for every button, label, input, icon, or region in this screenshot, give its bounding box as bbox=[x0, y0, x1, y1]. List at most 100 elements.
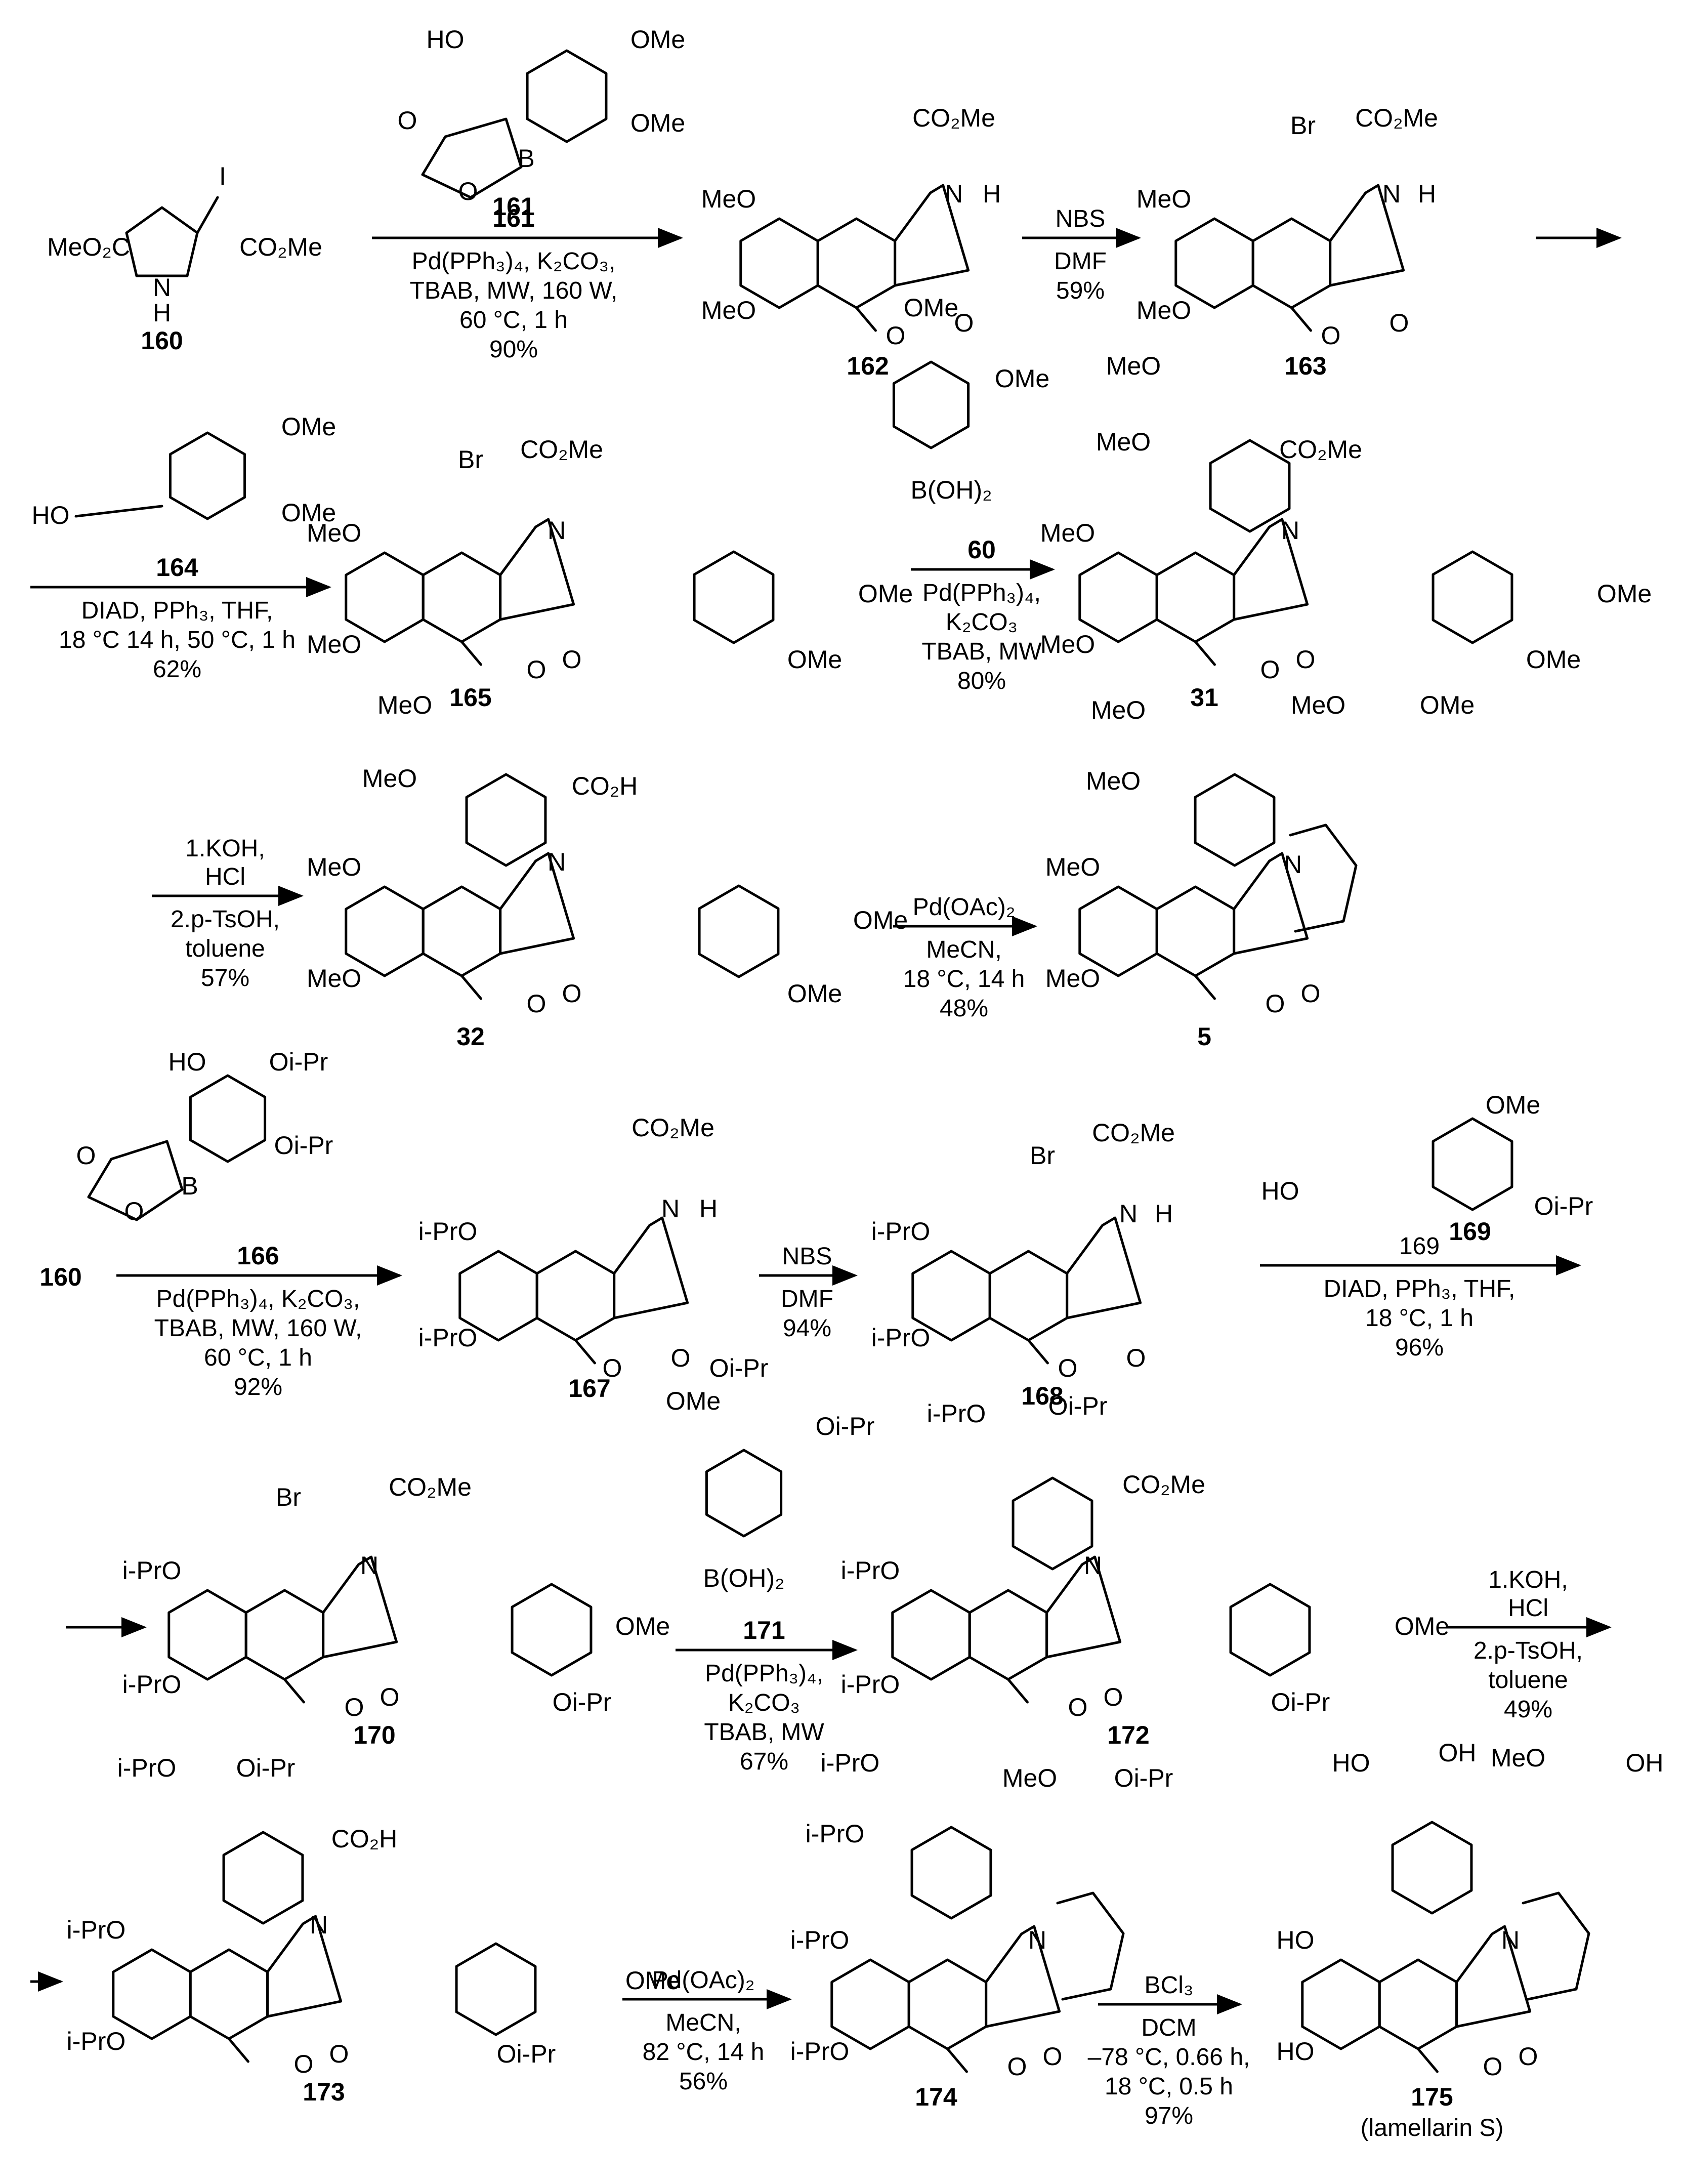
c31-lactone-ring bbox=[1155, 551, 1236, 643]
c172-pyrrole-ring bbox=[1045, 1555, 1122, 1659]
c167-carbonyl-bond bbox=[574, 1339, 596, 1365]
c163-benzo-ring bbox=[1174, 217, 1254, 309]
c169-atom-label-2: Oi-Pr bbox=[1534, 1192, 1593, 1220]
c162-lactone-ring bbox=[816, 217, 897, 309]
c174-atom-label-0: i-PrO bbox=[821, 1749, 880, 1777]
compound-5-number: 5 bbox=[1197, 1022, 1211, 1051]
c167-atom-label-6: O bbox=[671, 1344, 691, 1372]
c166-atom-label-0: HO bbox=[169, 1048, 206, 1076]
c168-atom-label-4: N bbox=[1119, 1200, 1138, 1228]
compound-175-number: 175 bbox=[1411, 2083, 1453, 2111]
c173-atom-label-1: Oi-Pr bbox=[236, 1754, 296, 1782]
c60-atom-label-2: B(OH)₂ bbox=[910, 476, 992, 504]
c31-aryl-ring-2 bbox=[1432, 550, 1513, 644]
c160-atom-label-3: N bbox=[153, 273, 171, 302]
a5-condition-below-2: TBAB, MW bbox=[921, 638, 1042, 665]
a15-condition-below-2: 56% bbox=[679, 2068, 728, 2095]
a12-condition-below-0: Pd(PPh₃)₄, bbox=[705, 1660, 823, 1687]
a6-reagent-above-0: 1.KOH, bbox=[185, 835, 265, 862]
c161-atom-label-0: HO bbox=[427, 25, 465, 54]
c164-atom-label-1: OMe bbox=[281, 413, 336, 441]
c170-atom-label-4: N bbox=[360, 1551, 378, 1580]
c164-atom-label-0: HO bbox=[32, 501, 70, 529]
a5-condition-below-3: 80% bbox=[957, 668, 1006, 694]
c5-atom-label-8: O bbox=[1301, 979, 1321, 1008]
compound-172-number: 172 bbox=[1107, 1721, 1149, 1749]
c168-pyrrole-ring bbox=[1066, 1216, 1142, 1320]
c173-carbonyl-bond bbox=[227, 2037, 249, 2063]
c173-atom-label-8: OMe bbox=[625, 1966, 680, 1995]
c32-benzo-ring bbox=[345, 885, 425, 977]
c175-atom-label-6: N bbox=[1501, 1926, 1520, 1954]
c168-atom-label-5: H bbox=[1155, 1200, 1173, 1228]
c175-benzo-ring bbox=[1301, 1958, 1381, 2050]
c161-atom-label-4: B bbox=[518, 144, 534, 173]
c174-atom-label-8: O bbox=[1043, 2042, 1063, 2071]
c160-atom-label-0: I bbox=[219, 162, 226, 190]
c165-atom-label-4: N bbox=[548, 516, 566, 545]
a16-reagent-above-0: BCl₃ bbox=[1145, 1972, 1194, 1999]
c60-aryl-ring bbox=[892, 360, 970, 449]
c60-atom-label-1: OMe bbox=[995, 364, 1049, 393]
c5-aryl-ring bbox=[1194, 773, 1276, 867]
c163-atom-label-1: CO₂Me bbox=[1355, 104, 1438, 132]
c165-atom-label-7: OMe bbox=[858, 580, 913, 608]
c170-atom-label-2: i-PrO bbox=[122, 1556, 182, 1585]
c173-benzo-ring bbox=[112, 1948, 192, 2040]
c170-atom-label-1: CO₂Me bbox=[389, 1473, 472, 1501]
c60-atom-label-0: OMe bbox=[904, 294, 958, 322]
compound-163-number: 163 bbox=[1284, 352, 1326, 380]
c5-atom-label-0: MeO bbox=[1091, 696, 1146, 724]
c32-atom-label-9: OMe bbox=[787, 979, 842, 1008]
c163-carbonyl-bond bbox=[1290, 306, 1312, 332]
c175-atom-label-5: HO bbox=[1277, 2037, 1315, 2066]
c174-carbonyl-bond bbox=[946, 2047, 968, 2073]
a2-reagent-above-0: NBS bbox=[1056, 205, 1106, 232]
c175-lactone-ring bbox=[1378, 1958, 1458, 2050]
c167-pyrrole-ring bbox=[613, 1216, 689, 1320]
a13-condition-below-2: 49% bbox=[1504, 1696, 1552, 1723]
c32-atom-label-6: O bbox=[527, 990, 546, 1018]
a1-compound-number: 161 bbox=[492, 192, 534, 221]
c32-atom-label-5: N bbox=[548, 848, 566, 876]
c172-atom-label-8: OMe bbox=[1395, 1612, 1449, 1640]
c160-atom-label-4: H bbox=[153, 299, 171, 327]
c167-atom-label-7: OMe bbox=[666, 1387, 721, 1415]
a10-condition-below-0: DIAD, PPh₃, THF, bbox=[1324, 1275, 1515, 1302]
c172-atom-label-0: i-PrO bbox=[927, 1399, 986, 1428]
a1-condition-below-0: Pd(PPh₃)₄, K₂CO₃, bbox=[412, 248, 616, 275]
c175-pyrrole-ring bbox=[1455, 1925, 1532, 2028]
a6-reagent-above-1: HCl bbox=[205, 863, 245, 890]
c175-atom-label-4: HO bbox=[1277, 1926, 1315, 1954]
c172-benzo-ring bbox=[891, 1589, 971, 1681]
c165-carbonyl-bond bbox=[460, 640, 482, 666]
compound-165-number: 165 bbox=[449, 683, 491, 712]
a13-reagent-above-1: HCl bbox=[1508, 1595, 1548, 1622]
c168-atom-label-2: i-PrO bbox=[871, 1217, 931, 1246]
c168-atom-label-7: O bbox=[1126, 1344, 1146, 1372]
c173-atom-label-9: Oi-Pr bbox=[497, 2040, 556, 2068]
compound-160-number: 160 bbox=[141, 326, 183, 355]
a16-condition-below-1: –78 °C, 0.66 h, bbox=[1088, 2044, 1250, 2071]
c162-atom-label-5: O bbox=[886, 321, 906, 350]
c32-aryl-ring-2 bbox=[698, 884, 780, 978]
c162-atom-label-4: H bbox=[983, 180, 1001, 208]
c175-dihydroisoquinoline-ring bbox=[1522, 1891, 1590, 2001]
c171-aryl-ring bbox=[705, 1449, 783, 1538]
c170-benzo-ring bbox=[167, 1589, 247, 1681]
c5-atom-label-6: N bbox=[1284, 850, 1302, 879]
c175-atom-label-8: O bbox=[1519, 2042, 1538, 2071]
c162-pyrrole-ring bbox=[894, 184, 970, 287]
c31-atom-label-2: CO₂Me bbox=[1279, 435, 1362, 464]
compound-167-number: 167 bbox=[568, 1374, 610, 1403]
a6-condition-below-1: toluene bbox=[185, 935, 265, 962]
c174-atom-label-4: i-PrO bbox=[790, 1926, 850, 1954]
compound-170-number: 170 bbox=[353, 1721, 395, 1749]
c165-atom-label-5: O bbox=[527, 655, 546, 684]
c160-atom-label-1: MeO₂C bbox=[47, 233, 130, 261]
c31-atom-label-5: N bbox=[1281, 516, 1299, 545]
c5-benzo-ring bbox=[1078, 885, 1158, 977]
c175-atom-label-7: O bbox=[1483, 2052, 1503, 2081]
a2-condition-below-1: 59% bbox=[1056, 277, 1105, 304]
